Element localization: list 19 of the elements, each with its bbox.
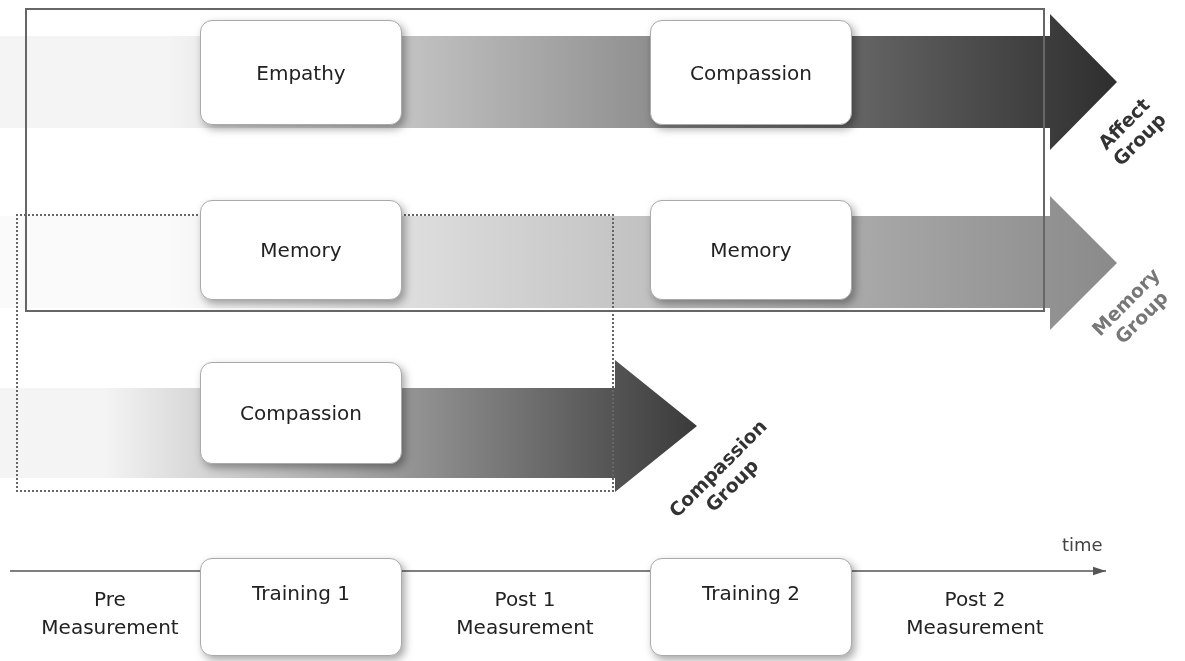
stage-box <box>650 20 852 125</box>
node-text: Training 2 <box>702 581 800 605</box>
node-text: Post 2 Measurement <box>905 586 1045 641</box>
group-frame <box>25 8 1045 312</box>
axis-label: time <box>1062 534 1103 555</box>
stage-box <box>650 200 852 300</box>
stage-box <box>200 20 402 125</box>
stage-box <box>650 558 852 656</box>
node-text: Memory <box>710 238 792 262</box>
node-text: Memory <box>260 238 342 262</box>
node-text: Pre Measurement <box>40 586 180 641</box>
node-text: Compassion <box>690 60 812 85</box>
node-text: Post 1 Measurement <box>455 586 595 641</box>
stage-box <box>200 200 402 300</box>
stage-box <box>200 558 402 656</box>
node-text: Training 1 <box>252 581 350 605</box>
node-text: Compassion <box>240 401 362 425</box>
node-text: Empathy <box>256 60 346 85</box>
stage-box <box>200 362 402 464</box>
